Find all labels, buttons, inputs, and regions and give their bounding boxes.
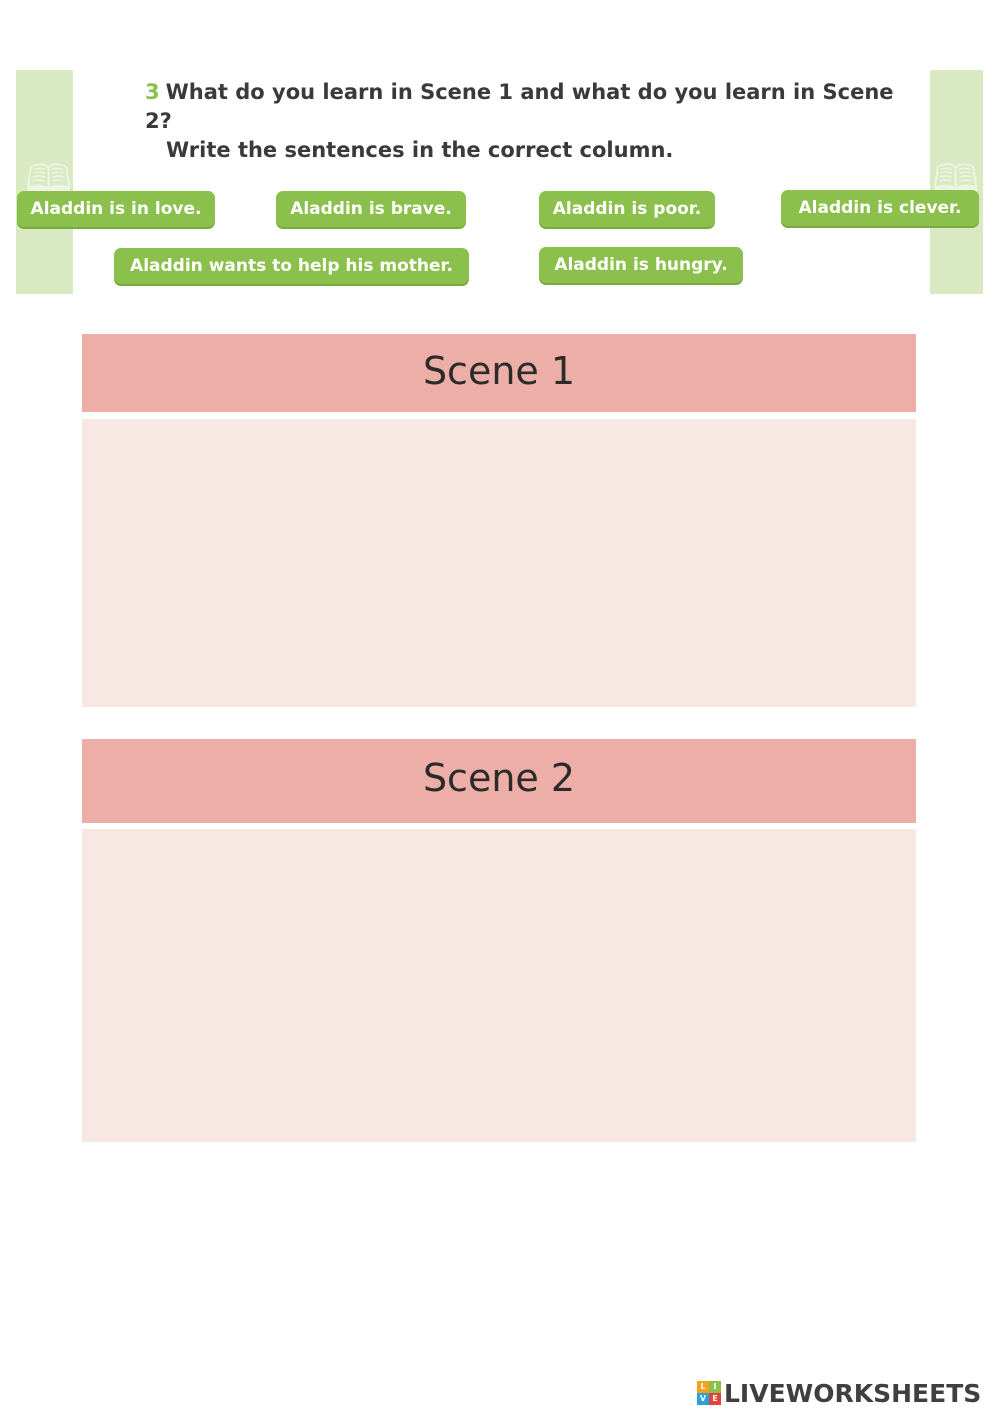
logo-letter: I xyxy=(709,1381,721,1393)
scene-2-drop-zone[interactable] xyxy=(82,829,916,1142)
liveworksheets-logo: L I V E LIVEWORKSHEETS xyxy=(697,1378,981,1408)
logo-text: LIVEWORKSHEETS xyxy=(724,1378,982,1408)
scene-1-drop-zone[interactable] xyxy=(82,419,916,707)
left-decor-strip xyxy=(16,70,73,294)
logo-letter: E xyxy=(709,1393,721,1405)
sentence-chip[interactable]: Aladdin is clever. xyxy=(781,190,979,226)
instruction-line-2: Write the sentences in the correct colum… xyxy=(166,138,674,162)
sentence-chip[interactable]: Aladdin is in love. xyxy=(17,191,215,227)
logo-letter: V xyxy=(697,1393,709,1405)
right-decor-strip xyxy=(930,70,983,294)
exercise-number: 3 xyxy=(145,80,160,104)
liveworksheets-logo-icon: L I V E xyxy=(697,1381,721,1405)
logo-letter: L xyxy=(697,1381,709,1393)
sentence-chip[interactable]: Aladdin is poor. xyxy=(539,191,715,227)
scene-2-header: Scene 2 xyxy=(82,739,916,823)
sentence-chip[interactable]: Aladdin is hungry. xyxy=(539,247,743,283)
instruction-line-1: What do you learn in Scene 1 and what do… xyxy=(145,80,894,133)
sentence-chip[interactable]: Aladdin is brave. xyxy=(276,191,466,227)
sentence-chip[interactable]: Aladdin wants to help his mother. xyxy=(114,248,469,284)
scene-1-header: Scene 1 xyxy=(82,334,916,412)
